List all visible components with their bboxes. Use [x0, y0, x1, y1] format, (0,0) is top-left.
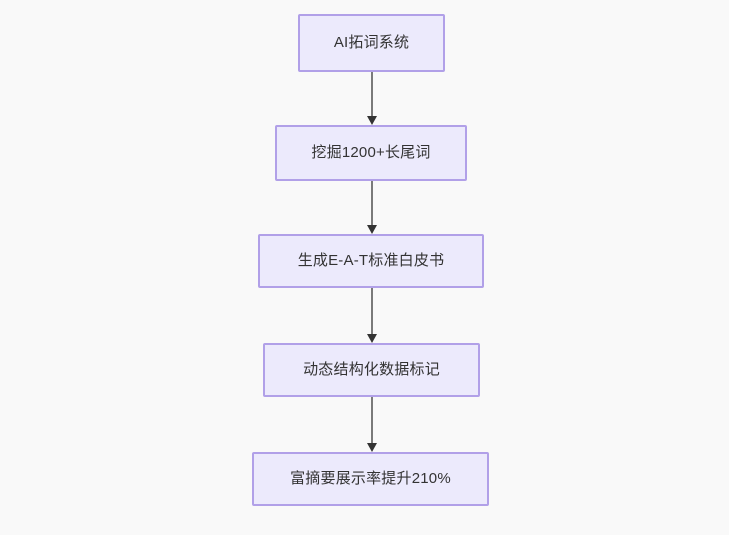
edge-line	[371, 72, 373, 118]
arrowhead-icon	[367, 443, 377, 452]
flow-node-label: 生成E-A-T标准白皮书	[297, 252, 445, 269]
edge-line	[371, 288, 373, 336]
flow-node-label: 挖掘1200+长尾词	[311, 144, 431, 161]
flow-node-label: 动态结构化数据标记	[303, 361, 440, 378]
edge-line	[371, 397, 373, 445]
flow-node-generate-eat-whitepaper[interactable]: 生成E-A-T标准白皮书	[258, 234, 484, 288]
flow-node-label: AI拓词系统	[333, 34, 410, 51]
flow-node-ai-keyword-system[interactable]: AI拓词系统	[298, 14, 445, 72]
flow-node-rich-snippet-rate-increase[interactable]: 富摘要展示率提升210%	[252, 452, 489, 506]
edge-line	[371, 181, 373, 227]
arrowhead-icon	[367, 225, 377, 234]
flow-node-label: 富摘要展示率提升210%	[290, 470, 451, 487]
flow-node-mine-longtail-keywords[interactable]: 挖掘1200+长尾词	[275, 125, 467, 181]
flow-node-dynamic-structured-data-markup[interactable]: 动态结构化数据标记	[263, 343, 480, 397]
arrowhead-icon	[367, 334, 377, 343]
arrowhead-icon	[367, 116, 377, 125]
